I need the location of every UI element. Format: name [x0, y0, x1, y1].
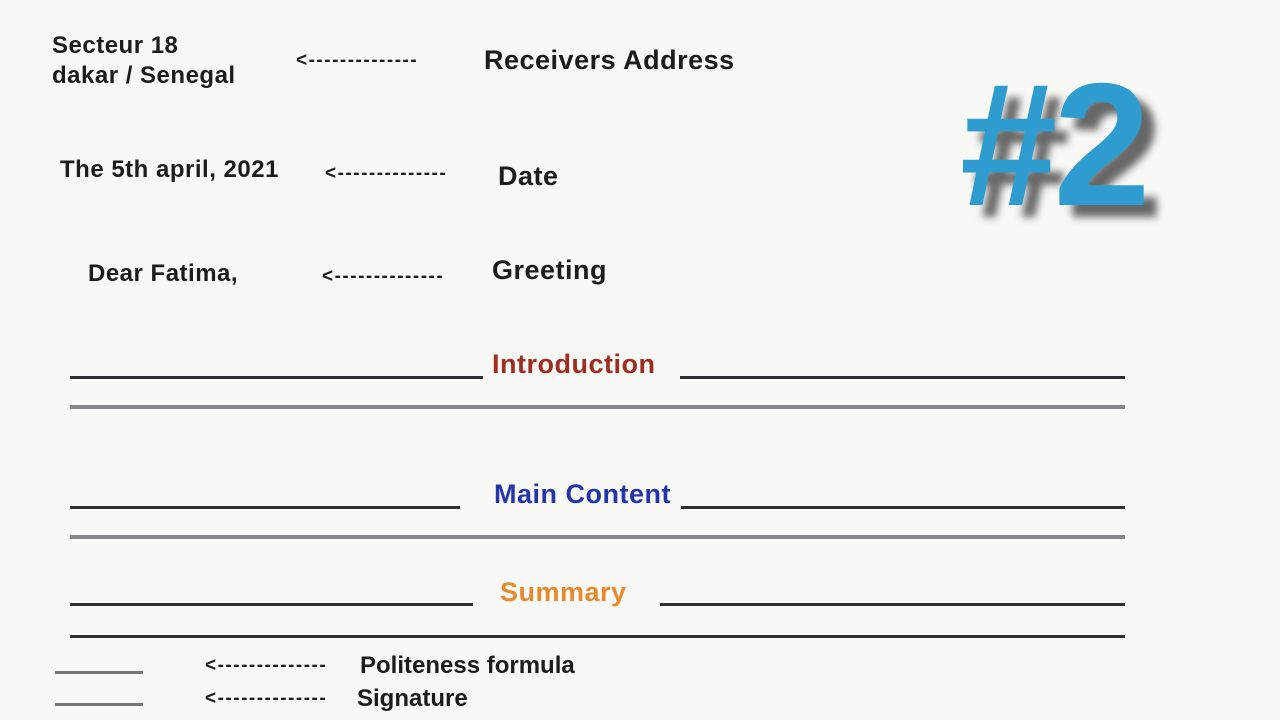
receiver-address-value: Secteur 18 dakar / Senegal [52, 31, 236, 91]
date-arrow-icon: <-------------- [325, 163, 448, 184]
politeness-arrow-icon: <-------------- [205, 655, 328, 676]
greeting-arrow-icon: <-------------- [322, 266, 445, 287]
main-content-label: Main Content [494, 479, 671, 509]
date-value: The 5th april, 2021 [60, 156, 279, 183]
receiver-address-line2: dakar / Senegal [52, 62, 236, 89]
signature-short-line [55, 703, 143, 706]
summary-label: Summary [500, 577, 627, 607]
summary-line-right [660, 603, 1125, 606]
main-content-line-left [70, 506, 460, 509]
introduction-line-right [680, 376, 1125, 379]
signature-label: Signature [357, 685, 468, 712]
introduction-line-left [70, 376, 483, 379]
summary-line-left [70, 603, 473, 606]
receiver-address-line1: Secteur 18 [52, 32, 179, 59]
main-content-line-right [681, 506, 1125, 509]
receiver-address-label: Receivers Address [484, 45, 735, 75]
date-label: Date [498, 161, 559, 191]
main-content-ruled-line [70, 535, 1125, 539]
greeting-label: Greeting [492, 255, 608, 285]
greeting-value: Dear Fatima, [88, 260, 239, 287]
introduction-ruled-line [70, 405, 1125, 409]
signature-arrow-icon: <-------------- [205, 688, 328, 709]
politeness-label: Politeness formula [360, 652, 575, 679]
summary-ruled-line [70, 635, 1125, 638]
slide-number-badge: #2 [960, 48, 1151, 243]
politeness-short-line [55, 671, 143, 674]
receiver-arrow-icon: <-------------- [296, 50, 419, 71]
introduction-label: Introduction [492, 349, 656, 379]
